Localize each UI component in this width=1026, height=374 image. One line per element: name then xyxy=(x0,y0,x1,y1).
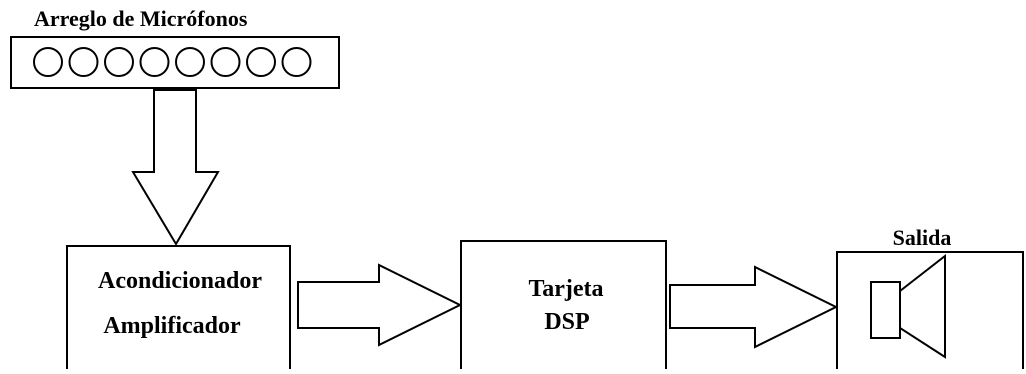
right-arrow-1 xyxy=(297,263,463,347)
speaker-body xyxy=(870,281,901,339)
dsp-box xyxy=(460,240,667,372)
dsp-label-2: DSP xyxy=(544,309,589,335)
microphone-icon xyxy=(33,47,63,77)
down-arrow xyxy=(131,89,220,246)
conditioner-label-1: Acondicionador xyxy=(98,268,262,294)
microphone-icon xyxy=(139,47,170,77)
right-arrow-2 xyxy=(669,265,839,349)
conditioner-label-2: Amplificador xyxy=(103,313,241,339)
dsp-label-1: Tarjeta xyxy=(528,276,603,302)
conditioner-box xyxy=(66,245,291,372)
output-title: Salida xyxy=(893,225,952,250)
mic-array-title: Arreglo de Micrófonos xyxy=(34,6,248,31)
microphone-icon xyxy=(246,47,276,77)
mic-array-box xyxy=(10,36,340,89)
speaker-icon xyxy=(870,253,946,359)
microphone-icon xyxy=(175,47,205,77)
microphone-icon xyxy=(104,47,134,77)
microphone-icon xyxy=(281,47,312,77)
speaker-cone xyxy=(899,253,946,359)
microphone-icon xyxy=(68,47,99,77)
output-box xyxy=(836,251,1024,372)
mic-circles-group xyxy=(33,47,312,77)
microphone-icon xyxy=(210,47,241,77)
